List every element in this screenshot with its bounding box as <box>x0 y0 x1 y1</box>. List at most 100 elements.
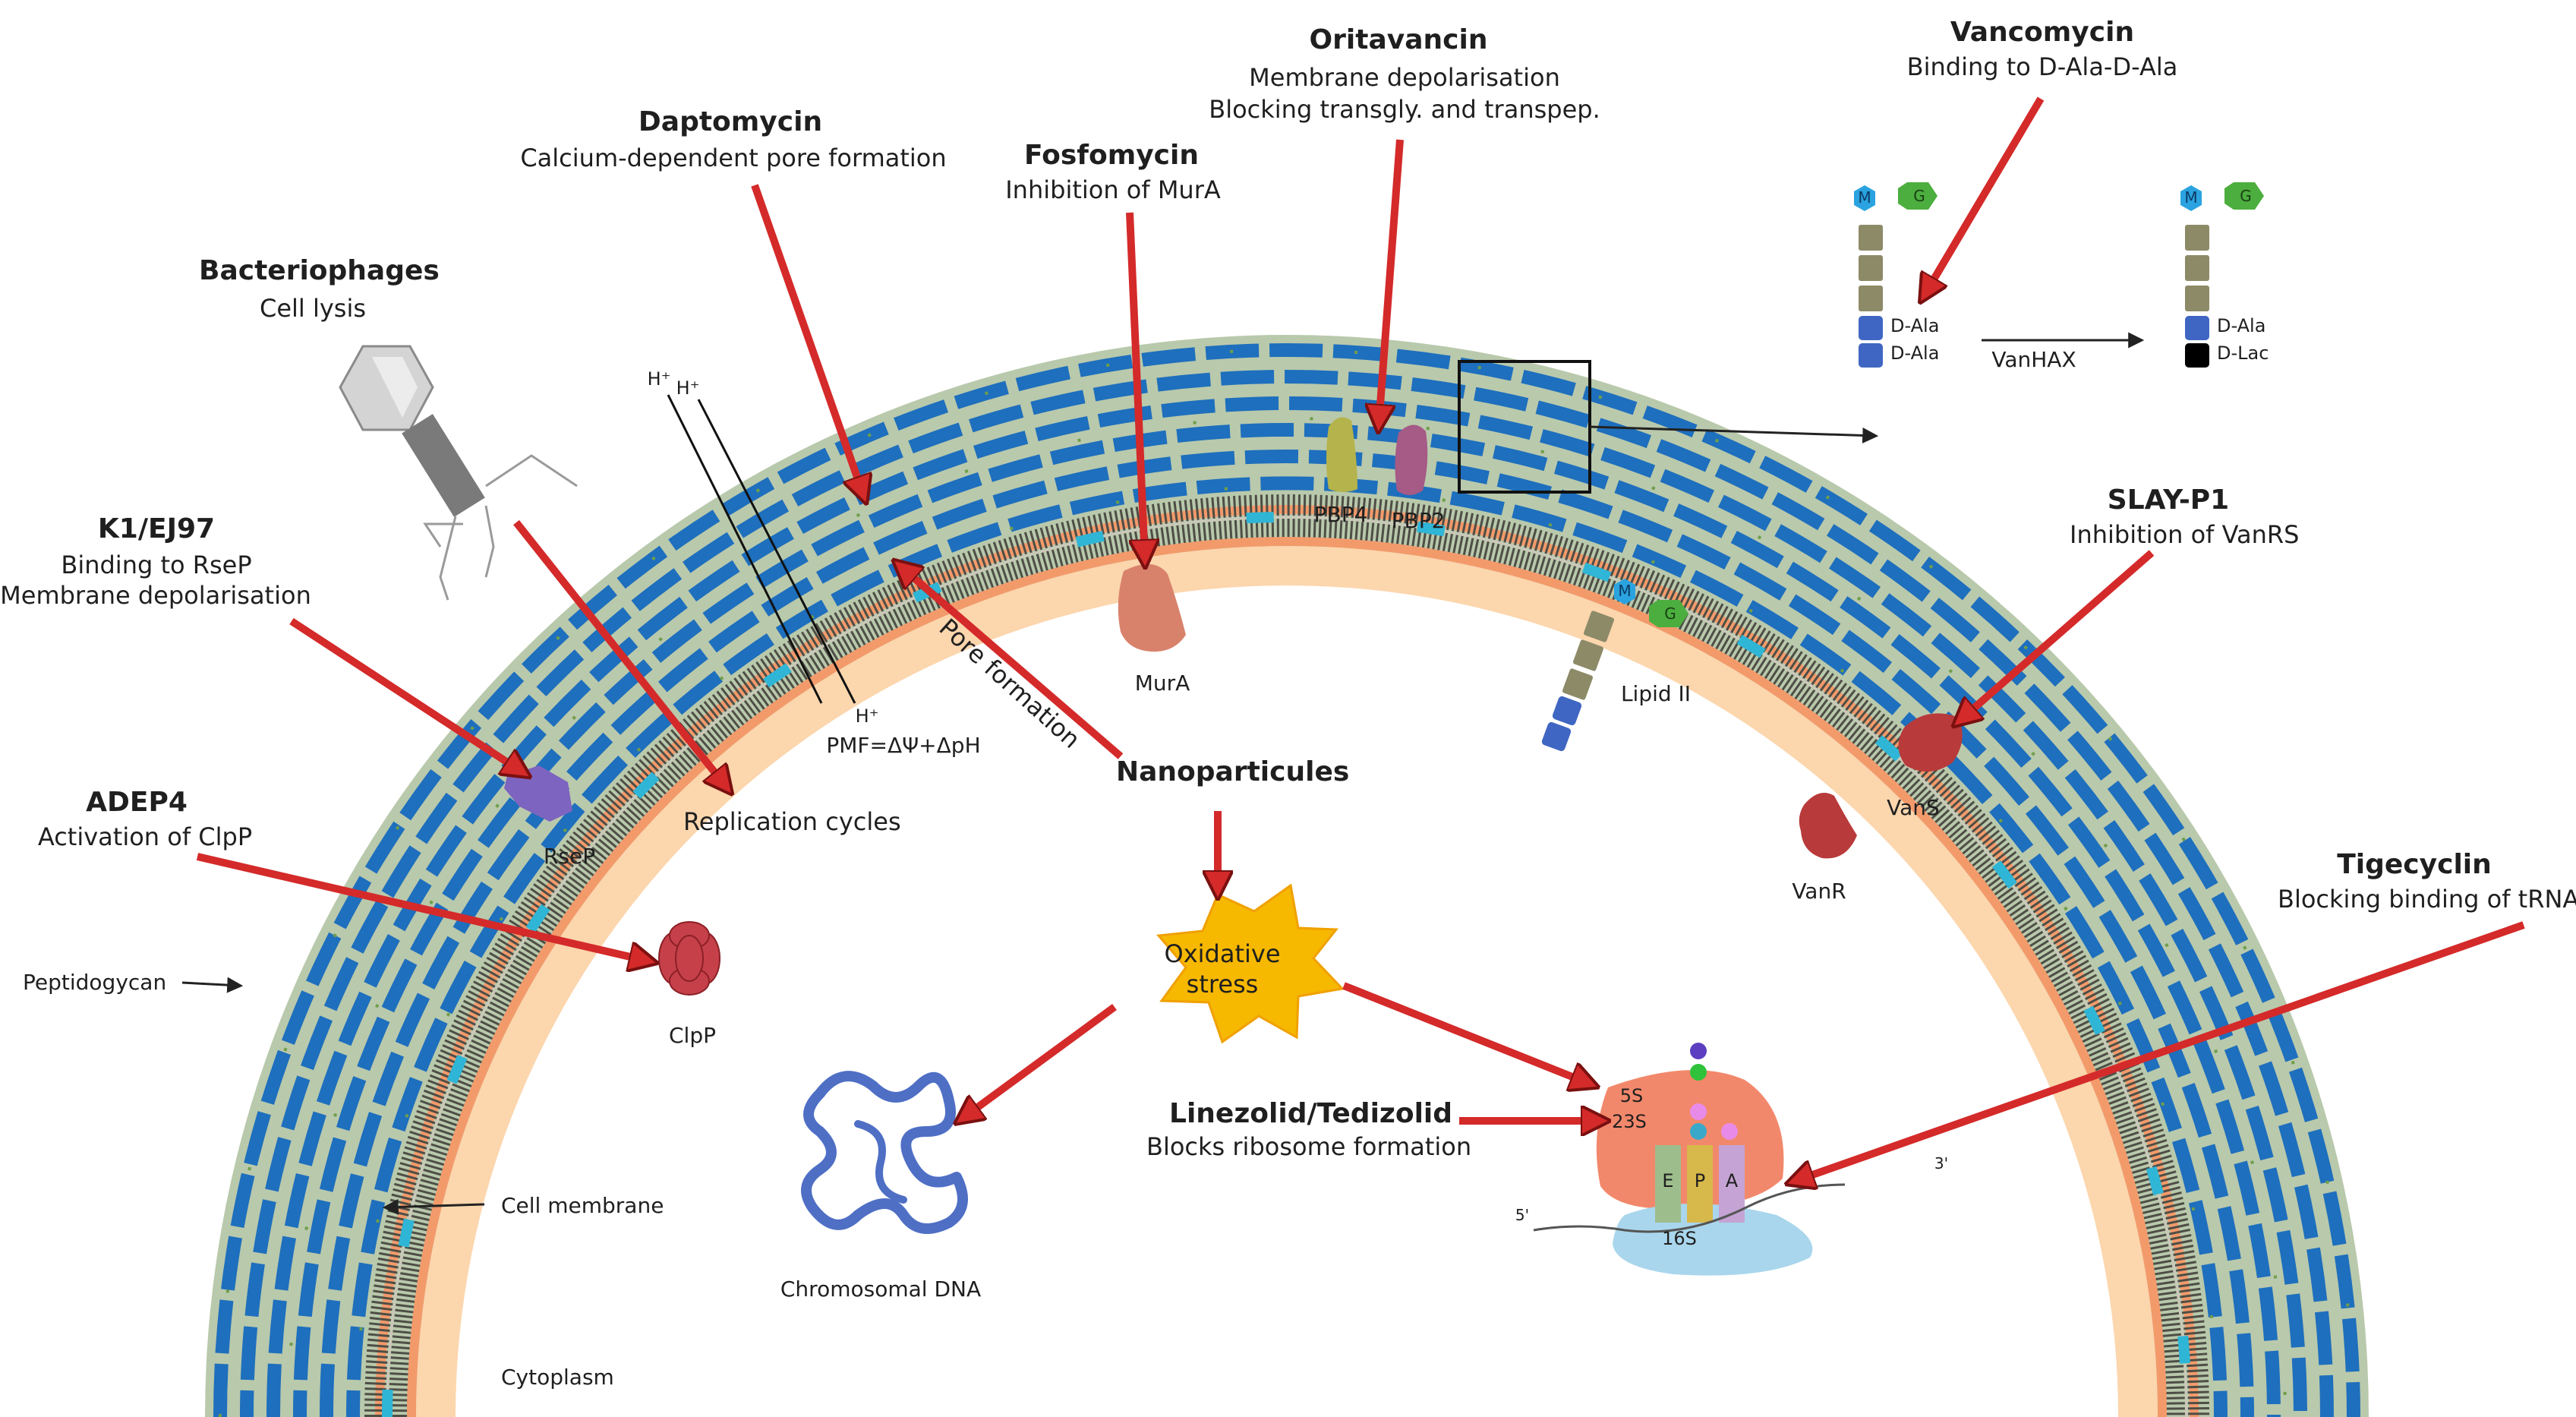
d-lac-unit <box>2185 343 2209 368</box>
pmf-lines <box>667 394 856 704</box>
zoom-connector-arrow <box>1589 425 1879 443</box>
adep4-title: ADEP4 <box>86 787 188 818</box>
stress-label: stress <box>1186 970 1259 999</box>
rsep-label: RseP <box>543 844 596 869</box>
slay-desc: Inhibition of VanRS <box>2070 520 2300 549</box>
bacteriophages-title: Bacteriophages <box>199 255 440 286</box>
prime-3-label: 3' <box>1934 1154 1949 1172</box>
ribosome-16s-label: 16S <box>1662 1228 1697 1249</box>
arrow-vancomycin <box>1924 96 2045 296</box>
oxidative-stress-starburst <box>1156 883 1345 1044</box>
m-unit-1 <box>1854 185 1875 211</box>
clpp-protein <box>658 921 720 996</box>
vancomycin-inset <box>1854 182 2264 368</box>
pbp2-protein <box>1395 424 1428 495</box>
arrow-bacteriophage <box>513 519 727 788</box>
clpp-label: ClpP <box>669 1023 716 1048</box>
cytoplasm-label: Cytoplasm <box>501 1365 614 1390</box>
site-p-label: P <box>1694 1170 1706 1191</box>
arrow-stress-ribosome <box>1342 982 1591 1084</box>
h-plus-2: H⁺ <box>676 377 700 399</box>
pbp2-label: PBP2 <box>1391 508 1446 533</box>
d-lac-label: D-Lac <box>2217 342 2269 364</box>
g-label-2: G <box>2240 187 2252 205</box>
daptomycin-desc: Calcium-dependent pore formation <box>520 144 947 172</box>
peptidoglycan-layer <box>205 335 2369 1417</box>
arrow-stress-dna <box>961 1003 1117 1119</box>
arrow-daptomycin <box>751 184 864 497</box>
k1-title: K1/EJ97 <box>97 513 216 544</box>
h-plus-3: H⁺ <box>855 705 879 727</box>
oritavancin-desc-1: Membrane depolarisation <box>1249 63 1560 92</box>
pbp4-label: PBP4 <box>1313 502 1368 527</box>
peptidoglycan-pointer <box>181 977 244 993</box>
d-ala-label-2: D-Ala <box>1890 342 1940 364</box>
m-label-1: M <box>1858 188 1871 207</box>
pmf-label: PMF=ΔΨ+ΔpH <box>826 733 981 758</box>
pbp4-protein <box>1326 417 1357 492</box>
tigecyclin-title: Tigecyclin <box>2337 849 2492 880</box>
vanhax-label: VanHAX <box>1991 347 2076 372</box>
bacteriophage <box>339 345 578 601</box>
oritavancin-desc-2: Blocking transgly. and transpep. <box>1209 95 1600 124</box>
vanr-protein <box>1799 793 1857 859</box>
arrow-nanoparticules-pore <box>899 565 1124 759</box>
k1-desc-2: Membrane depolarisation <box>0 581 311 610</box>
d-ala-unit-1 <box>1859 316 1883 340</box>
cell-wall-layers <box>213 343 2360 1417</box>
g-label-3: G <box>1664 604 1676 623</box>
oxidative-label: Oxidative <box>1164 939 1281 968</box>
m-label-3: M <box>1618 582 1632 600</box>
red-arrows <box>196 96 2525 1182</box>
vanr-label: VanR <box>1792 879 1846 904</box>
d-ala-label-3: D-Ala <box>2217 315 2266 336</box>
site-e-box <box>1655 1145 1681 1223</box>
oritavancin-title: Oritavancin <box>1309 24 1488 55</box>
g-unit-1 <box>1898 182 1938 210</box>
cell-membrane-label: Cell membrane <box>501 1193 664 1218</box>
g-label-1: G <box>1913 187 1925 205</box>
fosfomycin-title: Fosfomycin <box>1024 140 1199 171</box>
arrow-fosfomycin <box>1126 212 1145 560</box>
ribosome-23s-label: 23S <box>1612 1111 1647 1132</box>
ribosome-5s-label: 5S <box>1619 1085 1644 1106</box>
bacteriophages-desc: Cell lysis <box>259 294 367 323</box>
tigecyclin-desc: Blocking binding of tRNA <box>2278 885 2576 914</box>
h-plus-1: H⁺ <box>647 368 671 390</box>
ribosome <box>1533 1043 1846 1276</box>
linezolid-title: Linezolid/Tedizolid <box>1169 1098 1453 1129</box>
d-ala-unit-3 <box>2185 316 2209 340</box>
replication-label: Replication cycles <box>683 807 901 836</box>
site-e-label: E <box>1662 1170 1674 1191</box>
daptomycin-title: Daptomycin <box>638 106 823 137</box>
vancomycin-title: Vancomycin <box>1950 17 2135 48</box>
slay-title: SLAY-P1 <box>2107 484 2230 516</box>
chromosomal-dna <box>801 1071 968 1234</box>
site-a-label: A <box>1725 1170 1739 1191</box>
mura-label: MurA <box>1134 671 1190 696</box>
vans-protein <box>1898 713 1963 772</box>
d-ala-label-1: D-Ala <box>1890 315 1940 336</box>
lipid2-label: Lipid II <box>1620 681 1692 706</box>
arrow-k1 <box>289 617 524 773</box>
vancomycin-desc: Binding to D-Ala-D-Ala <box>1906 52 2178 81</box>
adep4-desc: Activation of ClpP <box>37 822 253 851</box>
arrow-slay <box>1959 550 2155 721</box>
prime-5-label: 5' <box>1515 1206 1530 1224</box>
nanoparticules-title: Nanoparticules <box>1116 756 1350 787</box>
arrow-tigecyclin <box>1793 921 2525 1182</box>
cell-envelope <box>205 335 2369 1417</box>
peptidoglycan-label: Peptidogycan <box>23 970 167 995</box>
arrow-oritavancin <box>1379 139 1404 425</box>
vans-label: VanS <box>1887 795 1940 820</box>
d-ala-unit-2 <box>1859 343 1883 368</box>
chromosomal-dna-label: Chromosomal DNA <box>780 1277 982 1302</box>
mura-protein <box>1118 563 1186 652</box>
cell-membrane-pointer <box>382 1198 485 1215</box>
arrow-adep4 <box>196 853 650 961</box>
k1-desc-1: Binding to RseP <box>61 551 252 579</box>
linezolid-desc: Blocks ribosome formation <box>1146 1132 1472 1161</box>
fosfomycin-desc: Inhibition of MurA <box>1005 175 1221 204</box>
m-label-2: M <box>2184 188 2198 207</box>
